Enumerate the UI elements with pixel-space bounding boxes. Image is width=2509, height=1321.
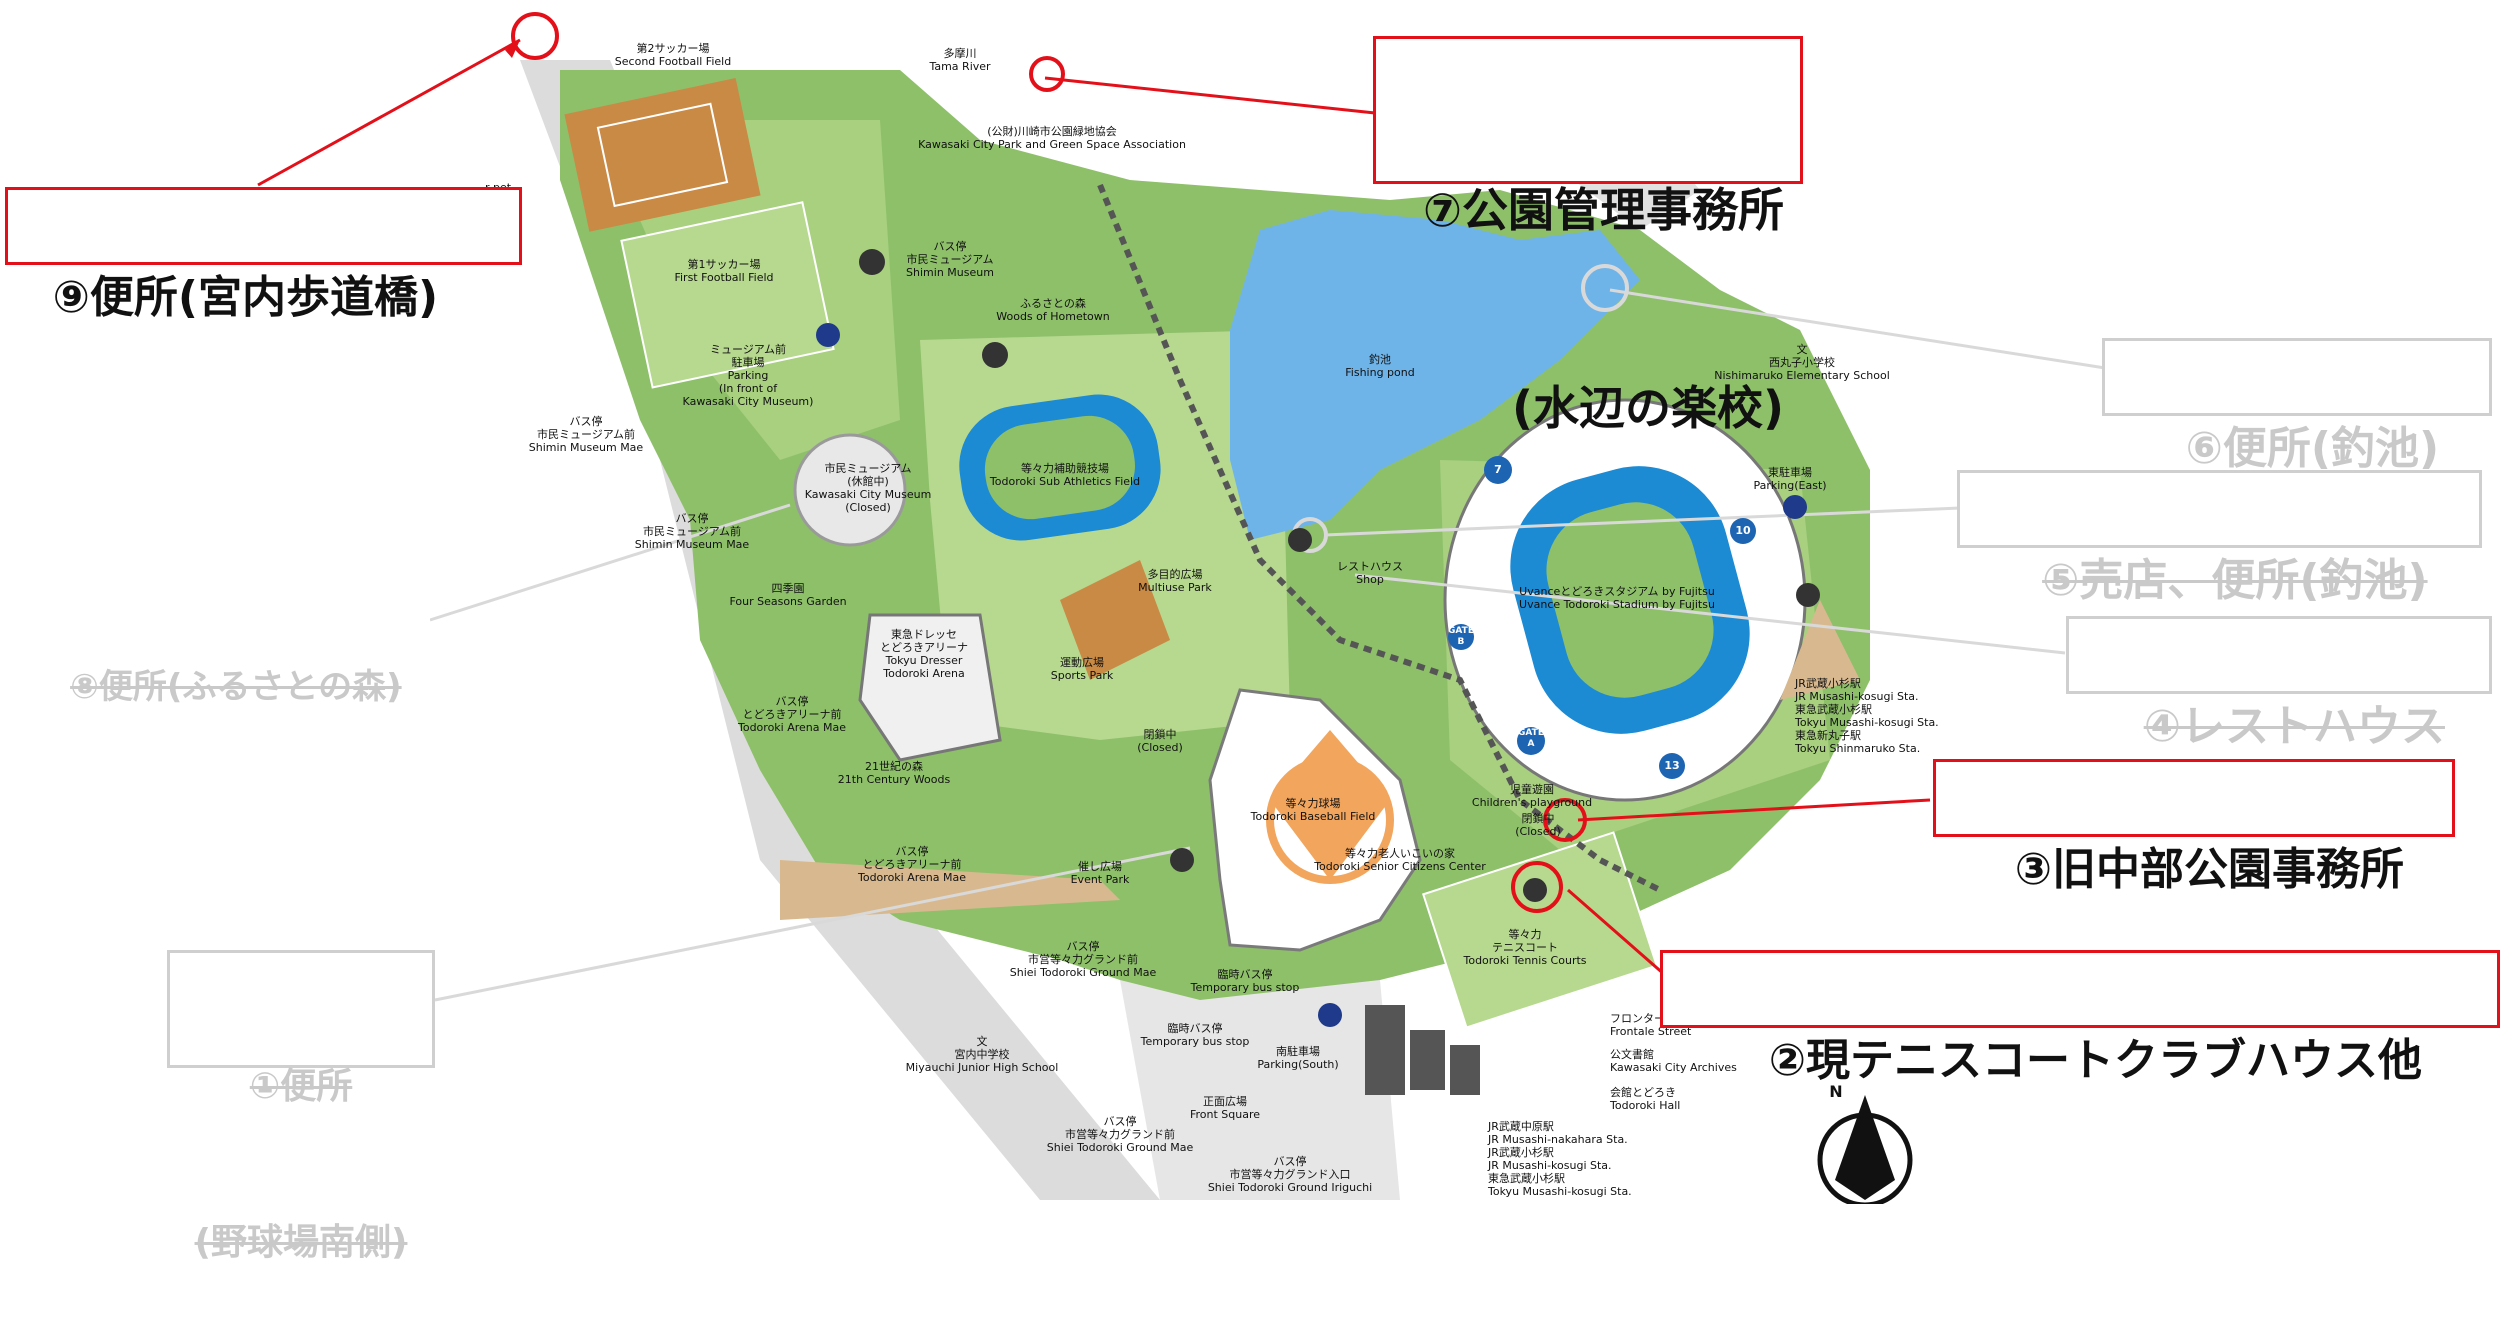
toilet-icons [859,249,1820,902]
city-museum-building [793,433,907,547]
label-childrens: 児童遊園 Children's playground [1471,783,1593,809]
parking-icons [816,323,1807,1027]
label-arena: 東急ドレッセ とどろきアリーナ Tokyu Dresser Todoroki A… [880,628,968,680]
label-tennis: 等々力 テニスコート Todoroki Tennis Courts [1463,928,1587,967]
callout-4-rest-house: ④レストハウス [2066,616,2492,752]
callout-leaders [257,12,2106,1002]
label-baseball: 等々力球場 Todoroki Baseball Field [1250,797,1376,823]
label-event-park: 催し広場 Event Park [1070,860,1130,886]
callout-5-shop-toilet-pond: ⑤売店、便所(釣池) [1957,470,2482,606]
gate-markers [1448,456,1756,779]
label-multiuse: 多目的広場 Multiuse Park [1138,568,1212,594]
label-four-seasons: 四季園 Four Seasons Garden [729,582,847,608]
label-gate-b: GATE B [1448,626,1474,647]
path-south [780,860,1120,920]
label-miyauchi: 文 宮内中学校 Miyauchi Junior High School [905,1035,1059,1074]
label-woods-hometown: ふるさとの森 Woods of Hometown [996,297,1110,323]
label-assoc: (公財)川崎市公園緑地協会 Kawasaki City Park and Gre… [918,125,1186,151]
label-archives: 公文書館 Kawasaki City Archives [1610,1048,1737,1074]
second-football-field [564,78,761,232]
callout-5-text: ⑤売店、便所(釣池) [2042,555,2428,606]
label-north: N [1829,1084,1842,1100]
callout-1-line1: ①便所 [249,1066,353,1107]
label-gate-13: 13 [1664,759,1680,772]
callout-1-line2: (野球場南側) [194,1222,408,1263]
callout-3-text: ③旧中部公園事務所 [2014,844,2404,895]
label-jr-musashi: JR武蔵小杉駅 JR Musashi-kosugi Sta. 東急武蔵小杉駅 T… [1795,677,1939,755]
callout-2-text: ②現テニスコートクラブハウス他 [1768,1035,2422,1086]
callout-6-text: ⑥便所(釣池) [2185,423,2440,474]
label-bus-ground-iriguchi: バス停 市営等々力グランド入口 Shiei Todoroki Ground Ir… [1207,1155,1373,1194]
label-gate-a: GATE A [1518,728,1544,749]
tennis-courts [1422,831,1658,1029]
label-nishimaruko: 文 西丸子小学校 Nishimaruko Elementary School [1714,343,1890,382]
callout-7-park-office: ⑦公園管理事務所 (水辺の楽校) [1373,36,1803,435]
first-football-field [620,201,835,389]
label-parking-museum: ミュージアム前 駐車場 Parking (In front of Kawasak… [682,343,814,408]
sports-park-diamond [1060,560,1170,680]
label-second-field: 第2サッカー場 Second Football Field [614,42,732,68]
label-parking-east: 東駐車場 Parking(East) [1753,466,1827,492]
south-buildings [1365,1005,1480,1095]
fishing-pond [1230,210,1640,540]
label-temp-bus2: 臨時バス停 Temporary bus stop [1140,1022,1250,1048]
label-front-square: 正面広場 Front Square [1189,1095,1261,1121]
callout-8-text: ⑧便所(ふるさとの森) [70,667,402,707]
callout-7-line1: ⑦公園管理事務所 [1423,183,1784,237]
callout-4-text: ④レストハウス [2143,701,2445,752]
label-closed-center: 閉鎖中 (Closed) [1137,728,1183,754]
label-rest-house: レストハウス Shop [1337,560,1403,586]
label-bus-arena-mae: バス停 とどろきアリーナ前 Todoroki Arena Mae [737,695,847,734]
label-stadium: Uvanceとどろきスタジアム by Fujitsu Uvance Todoro… [1519,585,1715,611]
arena-building [858,613,1002,762]
label-sub-athletics: 等々力補助競技場 Todoroki Sub Athletics Field [989,462,1141,488]
callout-8-toilet-hometown-woods: ⑧便所(ふるさとの森) [18,600,430,707]
callout-1-toilet-baseball-south: ①便所 (野球場南側) [167,950,435,1263]
callout-6-toilet-pond: ⑥便所(釣池) [2102,338,2492,474]
label-gate-7: 7 [1494,463,1502,476]
label-gate-10: 10 [1735,524,1751,537]
promenade [1097,183,1662,893]
label-bus-ground-mae: バス停 市営等々力グランド前 Shiei Todoroki Ground Mae [1009,940,1157,979]
label-fishing-pond: 釣池 Fishing pond [1345,353,1415,379]
label-parking-south: 南駐車場 Parking(South) [1257,1045,1339,1071]
north-arrow-icon [1817,1095,1913,1204]
label-closed-right: 閉鎖中 (Closed) [1515,812,1561,838]
callout-3-old-office: ③旧中部公園事務所 [1933,759,2455,895]
callout-2-tennis-clubhouse: ②現テニスコートクラブハウス他 [1660,950,2500,1086]
label-sports-park: 運動広場 Sports Park [1050,656,1114,682]
label-woods-21: 21世紀の森 21th Century Woods [837,760,951,786]
label-bus-arena-mae2: バス停 とどろきアリーナ前 Todoroki Arena Mae [857,845,967,884]
label-bus-ground-mae2: バス停 市営等々力グランド前 Shiei Todoroki Ground Mae [1046,1115,1194,1154]
label-todoroki-hall: 会館とどろき Todoroki Hall [1610,1086,1681,1112]
label-senior: 等々力老人いこいの家 Todoroki Senior Citizens Cent… [1314,847,1486,873]
park-map [257,12,2106,1204]
label-bus-museum-mae: バス停 市民ミュージアム前 Shimin Museum Mae [528,415,644,454]
label-bus-museum-mae2: バス停 市民ミュージアム前 Shimin Museum Mae [634,512,750,551]
label-tama-river: 多摩川 Tama River [929,47,991,73]
path-east [1780,600,1860,700]
label-temp-bus: 臨時バス停 Temporary bus stop [1190,968,1300,994]
callout-9-toilet-miyauchi-bridge: ⑨便所(宮内歩道橋) [5,187,522,323]
label-jr-bottom: JR武蔵中原駅 JR Musashi-nakahara Sta. JR武蔵小杉駅… [1488,1120,1632,1198]
label-city-museum: 市民ミュージアム (休館中) Kawasaki City Museum (Clo… [804,462,932,514]
label-first-field: 第1サッカー場 First Football Field [674,258,774,284]
callout-7-line2: (水辺の楽校) [1511,381,1784,435]
label-bus-museum-top: バス停 市民ミュージアム Shimin Museum [906,240,994,279]
callout-9-text: ⑨便所(宮内歩道橋) [52,272,439,323]
